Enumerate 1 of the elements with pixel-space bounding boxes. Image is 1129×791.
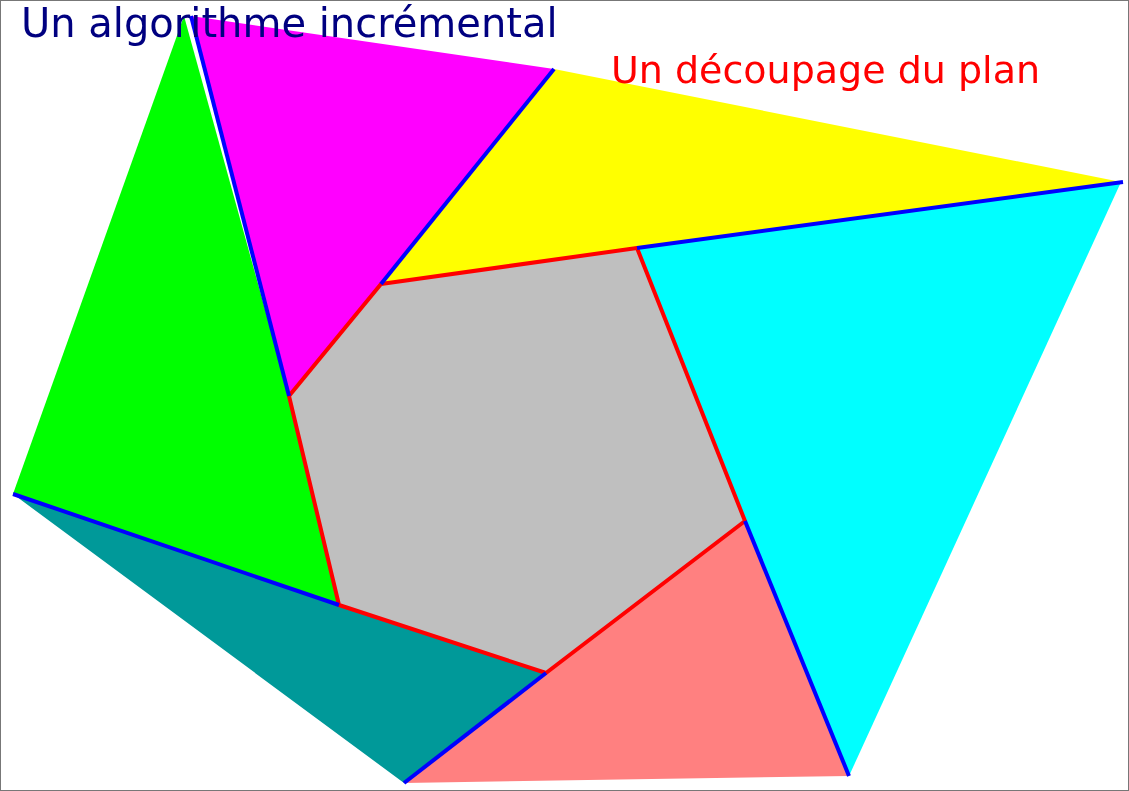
caption-label: Un découpage du plan (611, 47, 1041, 94)
